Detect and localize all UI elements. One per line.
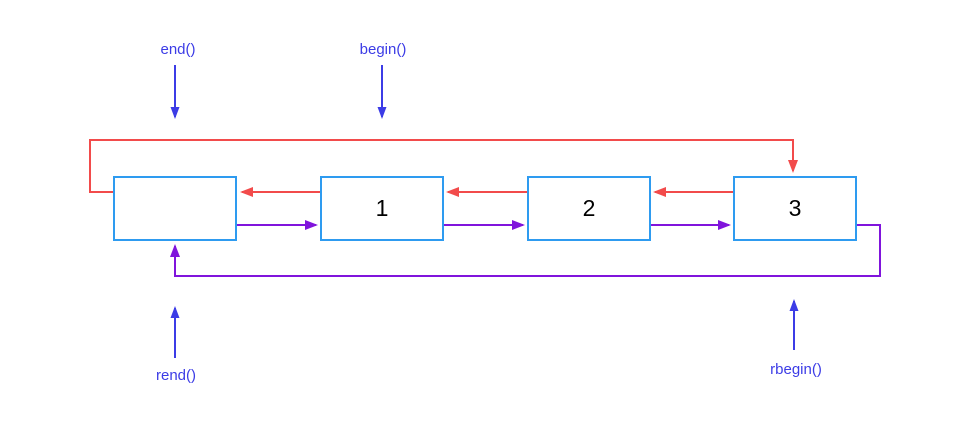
node-1: 1: [320, 176, 444, 241]
rbegin-label: rbegin(): [770, 361, 822, 378]
node-label: 1: [375, 195, 389, 221]
node-3: 3: [733, 176, 857, 241]
end-label: end(): [160, 41, 196, 58]
node-label: 2: [582, 195, 596, 221]
node-label: 3: [788, 195, 802, 221]
node-sentinel: [113, 176, 237, 241]
begin-label: begin(): [359, 41, 407, 58]
rend-label: rend(): [155, 367, 197, 384]
node-2: 2: [527, 176, 651, 241]
